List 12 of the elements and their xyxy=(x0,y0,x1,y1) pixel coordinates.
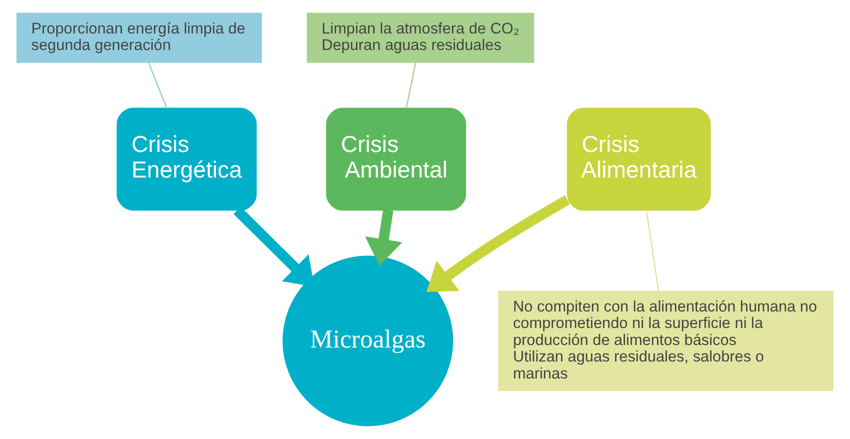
node-box: Crisis Alimentaria xyxy=(566,108,711,211)
node-box: Crisis Energética xyxy=(116,108,257,211)
connector xyxy=(406,62,416,109)
connector xyxy=(646,210,660,292)
node-box: No compiten con la alimentación humana no comprometiendo ni la superficie ni la producción de alimentos básicos Utilizan aguas residuales, salobres o marinas xyxy=(498,290,834,391)
node-box: Crisis Ambiental xyxy=(326,108,466,211)
arrow xyxy=(365,210,402,266)
node-box: Limpian la atmosfera de CO₂ Depuran aguas residuales xyxy=(306,12,534,63)
node-circle: Microalgas xyxy=(282,256,454,426)
node-box: Proporcionan energía limpia de segunda generación xyxy=(16,12,262,63)
arrow xyxy=(426,195,570,292)
connector xyxy=(148,62,168,109)
